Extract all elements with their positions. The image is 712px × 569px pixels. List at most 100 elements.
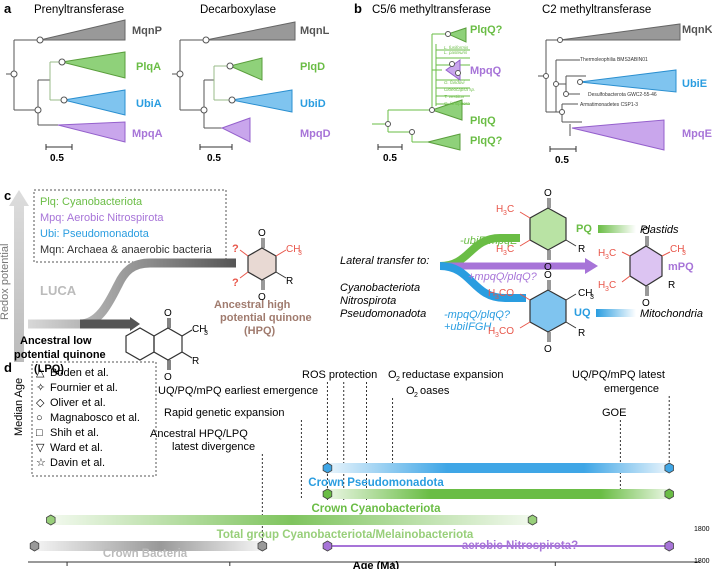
atom-o: O — [164, 308, 172, 319]
panel-letter-d: d — [4, 360, 12, 375]
hexagon-marker — [322, 488, 333, 500]
hexagon-marker — [664, 540, 674, 552]
atom-c: C — [507, 204, 514, 215]
panel-letter-b: b — [354, 1, 362, 16]
lateral-target: Pseudomonadota — [340, 308, 426, 320]
panel-c: c Redox potential Plq: Cyanobacteriota M… — [0, 188, 703, 383]
legend-mpq: Mpq: Aerobic Nitrospirota — [40, 212, 164, 224]
atom-r: R — [286, 276, 293, 287]
hpq-label-line3: (HPQ) — [244, 325, 276, 337]
age-bar — [327, 489, 670, 499]
node — [385, 121, 391, 127]
atom-co: CO — [499, 288, 514, 299]
study-legend-items: △ Boden et al. ✧ Fournier et al. ◇ Olive… — [36, 367, 140, 469]
event-goe: GOE — [602, 407, 626, 419]
event-leaders — [261, 382, 670, 540]
clade-mpqa — [57, 121, 126, 143]
hexagon-marker — [29, 540, 40, 552]
age-bars — [29, 462, 674, 552]
label-ubid: UbiD — [300, 98, 326, 110]
node — [449, 61, 455, 67]
hexagon-marker — [527, 514, 538, 526]
atom-co: CO — [499, 326, 514, 337]
legend-text: Magnabosco et al. — [50, 412, 140, 424]
label-mqnl: MqnL — [300, 25, 330, 37]
unknown-substituent: ? — [232, 243, 239, 255]
event-o2-oases: oases — [420, 385, 450, 397]
tree-prenyltransferase — [6, 39, 64, 126]
lpq-label-line1: Ancestral low — [20, 335, 92, 347]
atom-h3c: H — [496, 244, 503, 255]
bar-label-nitro: aerobic Nitrospirota? — [462, 540, 578, 552]
clade-ubia — [63, 89, 126, 116]
atom-ch3: CH — [286, 244, 300, 255]
atom-o: O — [544, 270, 552, 281]
event-o2-sub: 2 — [414, 392, 418, 399]
age-bar — [34, 541, 263, 551]
redox-label: Redox potential — [0, 244, 11, 320]
arrow-label: 1800 — [694, 526, 710, 533]
lateral-target: Cyanobacteriota — [340, 282, 420, 294]
species-label: Thermoleophilia BMS3ABIN01 — [580, 57, 648, 63]
plastid-fade-bar — [598, 225, 636, 233]
event-labels: ROS protection UQ/PQ/mPQ earliest emerge… — [150, 369, 665, 453]
clade-plqd — [228, 57, 263, 81]
species-label: G. fandovi — [444, 80, 466, 85]
legend-mqn: Mqn: Archaea & anaerobic bacteria — [40, 244, 213, 256]
lpq-label-line2: potential quinone — [14, 349, 106, 361]
label-ubia: UbiA — [136, 98, 162, 110]
legend-sym: ✧ — [36, 382, 45, 394]
svg-text:0.5: 0.5 — [207, 153, 221, 164]
label-mpqa: MpqA — [132, 128, 163, 140]
node — [559, 109, 565, 115]
label-ubie: UbiE — [682, 78, 707, 90]
hpq-label-line1: Ancestral high — [214, 299, 291, 311]
species-label: G. lithophora — [444, 101, 470, 106]
subscript-3: 3 — [605, 254, 609, 261]
hexagon-marker — [322, 462, 333, 474]
subscript-3: 3 — [682, 250, 686, 257]
label-plqa: PlqA — [136, 61, 161, 73]
lateral-transfer-label: Lateral transfer to: — [340, 255, 429, 267]
clade-mqnl — [205, 21, 296, 41]
node — [36, 36, 44, 44]
atom-h3co: H — [488, 326, 495, 337]
event-o2-reductase: reductase expansion — [402, 369, 504, 381]
atom-ch3: CH — [670, 244, 684, 255]
hpq-structure — [239, 238, 287, 290]
panel-d: d Median Age △ Boden et al. ✧ Fournier e… — [4, 360, 710, 569]
node — [176, 70, 184, 78]
scale-bar-b-right: 0.5 — [549, 146, 577, 166]
clade-ubid — [231, 89, 293, 113]
atom-r: R — [668, 280, 675, 291]
label-plqq-top: PlqQ? — [470, 24, 503, 36]
label-plqq-bottom: PlqQ? — [470, 135, 503, 147]
bar-label-total: Total group Cyanobacteriota/Melainobacte… — [217, 529, 474, 541]
atom-c: C — [609, 248, 616, 259]
clade-mpqd — [220, 117, 251, 143]
node — [34, 106, 42, 114]
clade-mqnp — [39, 19, 126, 41]
gene-change-bot2: +ubiIFGH — [444, 321, 491, 333]
legend-sym: ◇ — [36, 397, 45, 409]
event-hpq-lpq-2: latest divergence — [172, 441, 255, 453]
species-label: Gloeocapsa sp. — [444, 87, 475, 92]
hexagon-marker — [664, 488, 674, 500]
atom-o: O — [642, 226, 650, 237]
redox-arrow — [9, 190, 29, 362]
gene-change-top: -ubiE/mpqE — [460, 235, 518, 247]
gene-change-bot1: -mpqQ/plqQ? — [444, 309, 511, 321]
node — [228, 96, 236, 104]
legend-sym: □ — [36, 427, 43, 439]
subscript-3: 3 — [495, 332, 499, 339]
event-o2-sym: O — [406, 385, 415, 397]
atom-o: O — [164, 372, 172, 383]
subscript-3: 3 — [298, 250, 302, 257]
node — [409, 129, 415, 135]
hexagon-marker — [322, 540, 333, 552]
panel-a: a Prenyltransferase Decarboxylase MqnP P… — [4, 1, 331, 164]
lpq-structure — [125, 318, 193, 370]
atom-h3c: H — [598, 280, 605, 291]
label-mqnp: MqnP — [132, 25, 162, 37]
clade-plqq-bottom — [427, 133, 461, 151]
